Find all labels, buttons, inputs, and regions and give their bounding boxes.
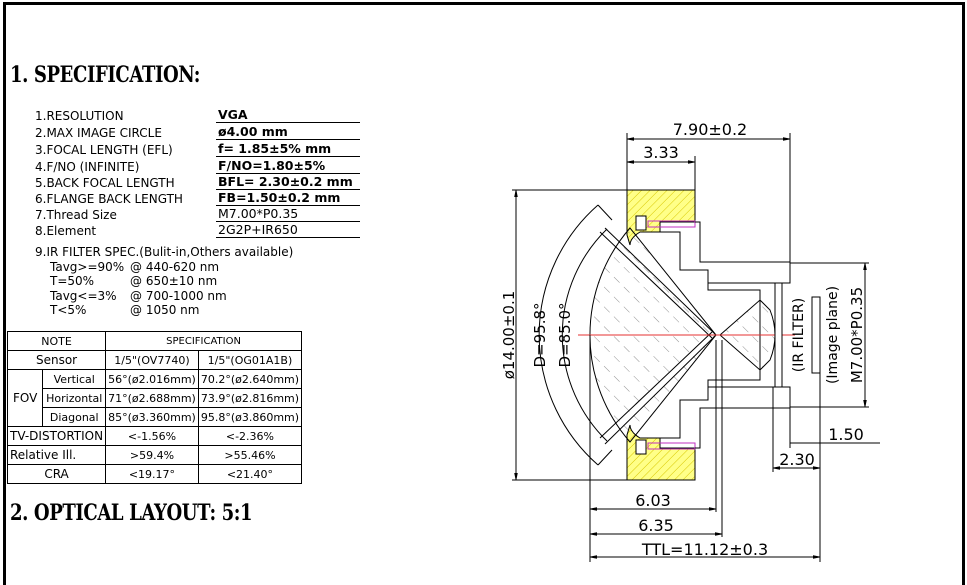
- dim-diameter-label: ø14.00±0.1: [500, 291, 518, 380]
- fov-a: 85°(ø3.360mm): [105, 407, 199, 427]
- cone-line: [604, 227, 717, 336]
- image-plane: [811, 296, 821, 374]
- spec-value: F/NO=1.80±5%: [216, 158, 360, 174]
- dim-length-label: 7.90±0.2: [673, 120, 747, 139]
- spec-value: FB=1.50±0.2 mm: [216, 190, 360, 206]
- angle-arc-outer: [538, 204, 599, 466]
- bfl-label: 2.30: [779, 450, 815, 469]
- spec-value: 2G2P+IR650: [216, 222, 360, 238]
- fov-row-label: Horizontal: [42, 388, 107, 408]
- sensor-a: 1/5"(OV7740): [105, 350, 199, 370]
- ir-filter: [774, 282, 783, 388]
- fov-row-label: Diagonal: [42, 407, 107, 427]
- barrel-outline-bottom: [695, 386, 791, 449]
- row-a: <19.17°: [105, 464, 199, 484]
- sensor-b: 1/5"(OG01A1B): [197, 350, 303, 370]
- specification-heading: 1. SPECIFICATION:: [10, 62, 200, 88]
- dim-635-label: 6.35: [638, 516, 674, 535]
- barrel-outline-top: [695, 221, 791, 284]
- angle-arc-tick: [597, 449, 613, 466]
- ttl-label: TTL=11.12±0.3: [641, 540, 768, 559]
- row-label: CRA: [6, 464, 107, 484]
- spec-label: 3.FOCAL LENGTH (EFL): [35, 143, 173, 157]
- ir-range: @ 1050 nm: [130, 303, 200, 317]
- dim-front-label: 3.33: [643, 143, 679, 162]
- ir-cond: T<5%: [50, 303, 87, 317]
- angle-arc-inner: [561, 228, 608, 442]
- row-b: <21.40°: [197, 464, 303, 484]
- spec-value: f= 1.85±5% mm: [216, 141, 360, 157]
- optical-layout-heading: 2. OPTICAL LAYOUT: 5:1: [10, 500, 253, 526]
- spec-label: 5.BACK FOCAL LENGTH: [35, 176, 175, 190]
- spec-label: 6.FLANGE BACK LENGTH: [35, 192, 183, 206]
- spec-value: M7.00*P0.35: [216, 206, 360, 222]
- spec-value: VGA: [216, 107, 360, 123]
- cone-line: [604, 334, 717, 445]
- angle-arc-tick: [597, 204, 613, 221]
- cone-line: [599, 331, 713, 439]
- spec-label: 7.Thread Size: [35, 208, 117, 222]
- housing-notch: [635, 439, 647, 455]
- lens-drawing: D=95.8° D=85.0° (IR FILTER) (Image plane…: [500, 120, 880, 562]
- angle-inner-label: D=85.0°: [556, 302, 574, 367]
- housing-notch: [635, 215, 647, 231]
- spec-value: ø4.00 mm: [216, 124, 360, 140]
- ir-range: @ 650±10 nm: [130, 274, 218, 288]
- ir-cond: Tavg<=3%: [50, 289, 117, 303]
- cone-line: [599, 231, 713, 339]
- ir-range: @ 440-620 nm: [130, 260, 220, 274]
- ir-cond: Tavg>=90%: [50, 260, 125, 274]
- ir-cond: T=50%: [50, 274, 95, 288]
- spacer-ring: [647, 442, 696, 450]
- spec-label: 2.MAX IMAGE CIRCLE: [35, 126, 162, 140]
- ir-filter-title: 9.IR FILTER SPEC.(Bulit-in,Others availa…: [35, 245, 294, 259]
- drawing-frame: [3, 2, 965, 585]
- spec-label: 4.F/NO (INFINITE): [35, 160, 140, 174]
- dim-603-label: 6.03: [635, 491, 671, 510]
- ir-filter-label: (IR FILTER): [791, 298, 807, 372]
- spec-value: BFL= 2.30±0.2 mm: [216, 174, 360, 190]
- image-plane-label: (Image plane): [825, 286, 841, 384]
- fov-b: 95.8°(ø3.860mm): [197, 407, 303, 427]
- spacer-ring: [647, 220, 696, 228]
- flange-label: 1.50: [828, 425, 864, 444]
- ir-range: @ 700-1000 nm: [130, 289, 227, 303]
- fov-a: 71°(ø2.688mm): [105, 388, 199, 408]
- angle-outer-label: D=95.8°: [531, 302, 549, 367]
- spec-label: 8.Element: [35, 224, 97, 238]
- thread-label: M7.00*P0.35: [848, 287, 866, 383]
- sensor-label: Sensor: [6, 350, 107, 370]
- spec-label: 1.RESOLUTION: [35, 109, 124, 123]
